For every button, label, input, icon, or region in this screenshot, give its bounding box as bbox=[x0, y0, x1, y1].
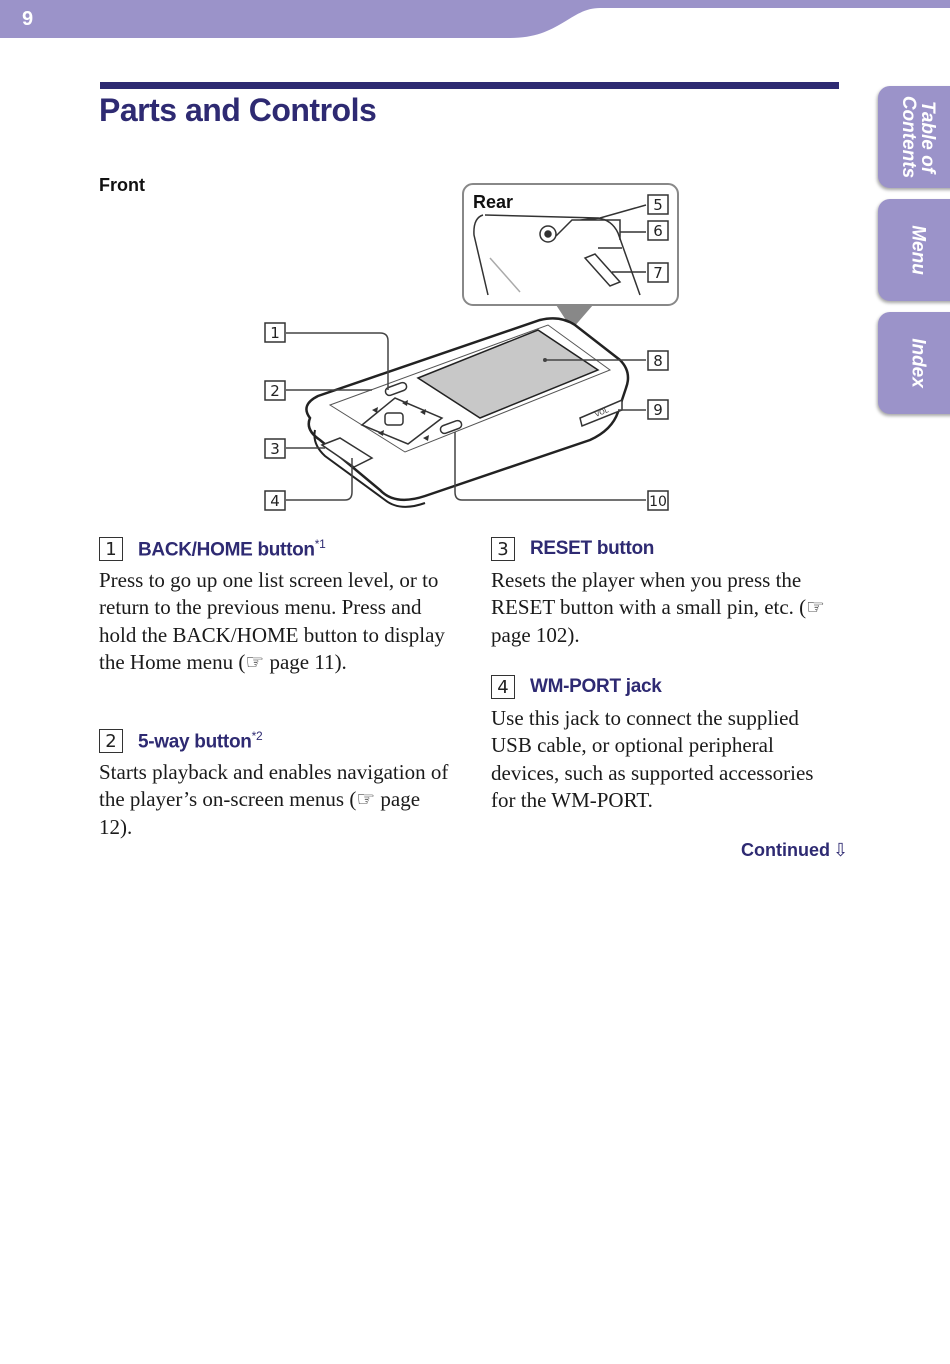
tab-label: Table of Contents bbox=[898, 95, 938, 179]
tab-index[interactable]: Index bbox=[878, 312, 950, 414]
callout-8: 8 bbox=[647, 350, 669, 371]
callout-3-label: 3 bbox=[270, 440, 280, 458]
callout-5: 5 bbox=[647, 194, 669, 215]
item-number: 1 bbox=[99, 537, 123, 561]
callout-6-label: 6 bbox=[653, 222, 663, 240]
item-title: BACK/HOME button*1 bbox=[138, 536, 326, 561]
callout-1: 1 bbox=[264, 322, 286, 343]
callout-9-label: 9 bbox=[653, 401, 663, 419]
tab-label: Index bbox=[907, 338, 929, 388]
title-rule bbox=[100, 82, 839, 89]
item-number: 3 bbox=[491, 537, 515, 561]
callout-4: 4 bbox=[264, 490, 286, 511]
continued-link[interactable]: Continued⇩ bbox=[741, 840, 848, 861]
callout-5-label: 5 bbox=[653, 196, 663, 214]
page-number: 9 bbox=[22, 8, 34, 30]
item-number: 4 bbox=[491, 675, 515, 699]
callout-6: 6 bbox=[647, 220, 669, 241]
player-diagram: Rear VOL 1 2 3 bbox=[264, 183, 679, 511]
item-title: WM-PORT jack bbox=[530, 676, 662, 697]
callout-9: 9 bbox=[647, 399, 669, 420]
tab-table-of-contents[interactable]: Table of Contents bbox=[878, 86, 950, 188]
top-banner bbox=[0, 0, 950, 38]
callout-3: 3 bbox=[264, 438, 286, 459]
callout-7-label: 7 bbox=[653, 264, 663, 282]
front-label: Front bbox=[99, 175, 145, 195]
tab-menu[interactable]: Menu bbox=[878, 199, 950, 301]
callout-2-label: 2 bbox=[270, 382, 280, 400]
item-reset: 3 RESET button Resets the player when yo… bbox=[491, 535, 841, 649]
item-5-way: 2 5-way button*2 Starts playback and ena… bbox=[99, 727, 449, 841]
item-wm-port: 4 WM-PORT jack Use this jack to connect … bbox=[491, 673, 841, 815]
callout-1-label: 1 bbox=[270, 324, 280, 342]
item-description: Use this jack to connect the supplied US… bbox=[491, 706, 814, 813]
item-number: 2 bbox=[99, 729, 123, 753]
down-arrow-icon: ⇩ bbox=[832, 840, 849, 860]
page-title: Parts and Controls bbox=[99, 92, 377, 128]
item-back-home: 1 BACK/HOME button*1 Press to go up one … bbox=[99, 535, 449, 677]
tab-label: Menu bbox=[907, 225, 929, 275]
rear-label: Rear bbox=[473, 192, 513, 212]
callout-10-label: 10 bbox=[649, 494, 667, 510]
continued-label: Continued bbox=[741, 840, 830, 860]
item-title: RESET button bbox=[530, 538, 655, 559]
callout-4-label: 4 bbox=[270, 492, 280, 510]
item-description: Press to go up one list screen level, or… bbox=[99, 568, 445, 675]
callout-10: 10 bbox=[647, 490, 669, 511]
rear-inset: Rear bbox=[462, 183, 679, 330]
player-body: VOL bbox=[305, 317, 630, 508]
item-description: Starts playback and enables navigation o… bbox=[99, 760, 449, 839]
callout-2: 2 bbox=[264, 380, 286, 401]
item-title: 5-way button*2 bbox=[138, 728, 263, 753]
callout-7: 7 bbox=[647, 262, 669, 283]
callout-8-label: 8 bbox=[653, 352, 663, 370]
item-description: Resets the player when you press the RES… bbox=[491, 568, 825, 647]
